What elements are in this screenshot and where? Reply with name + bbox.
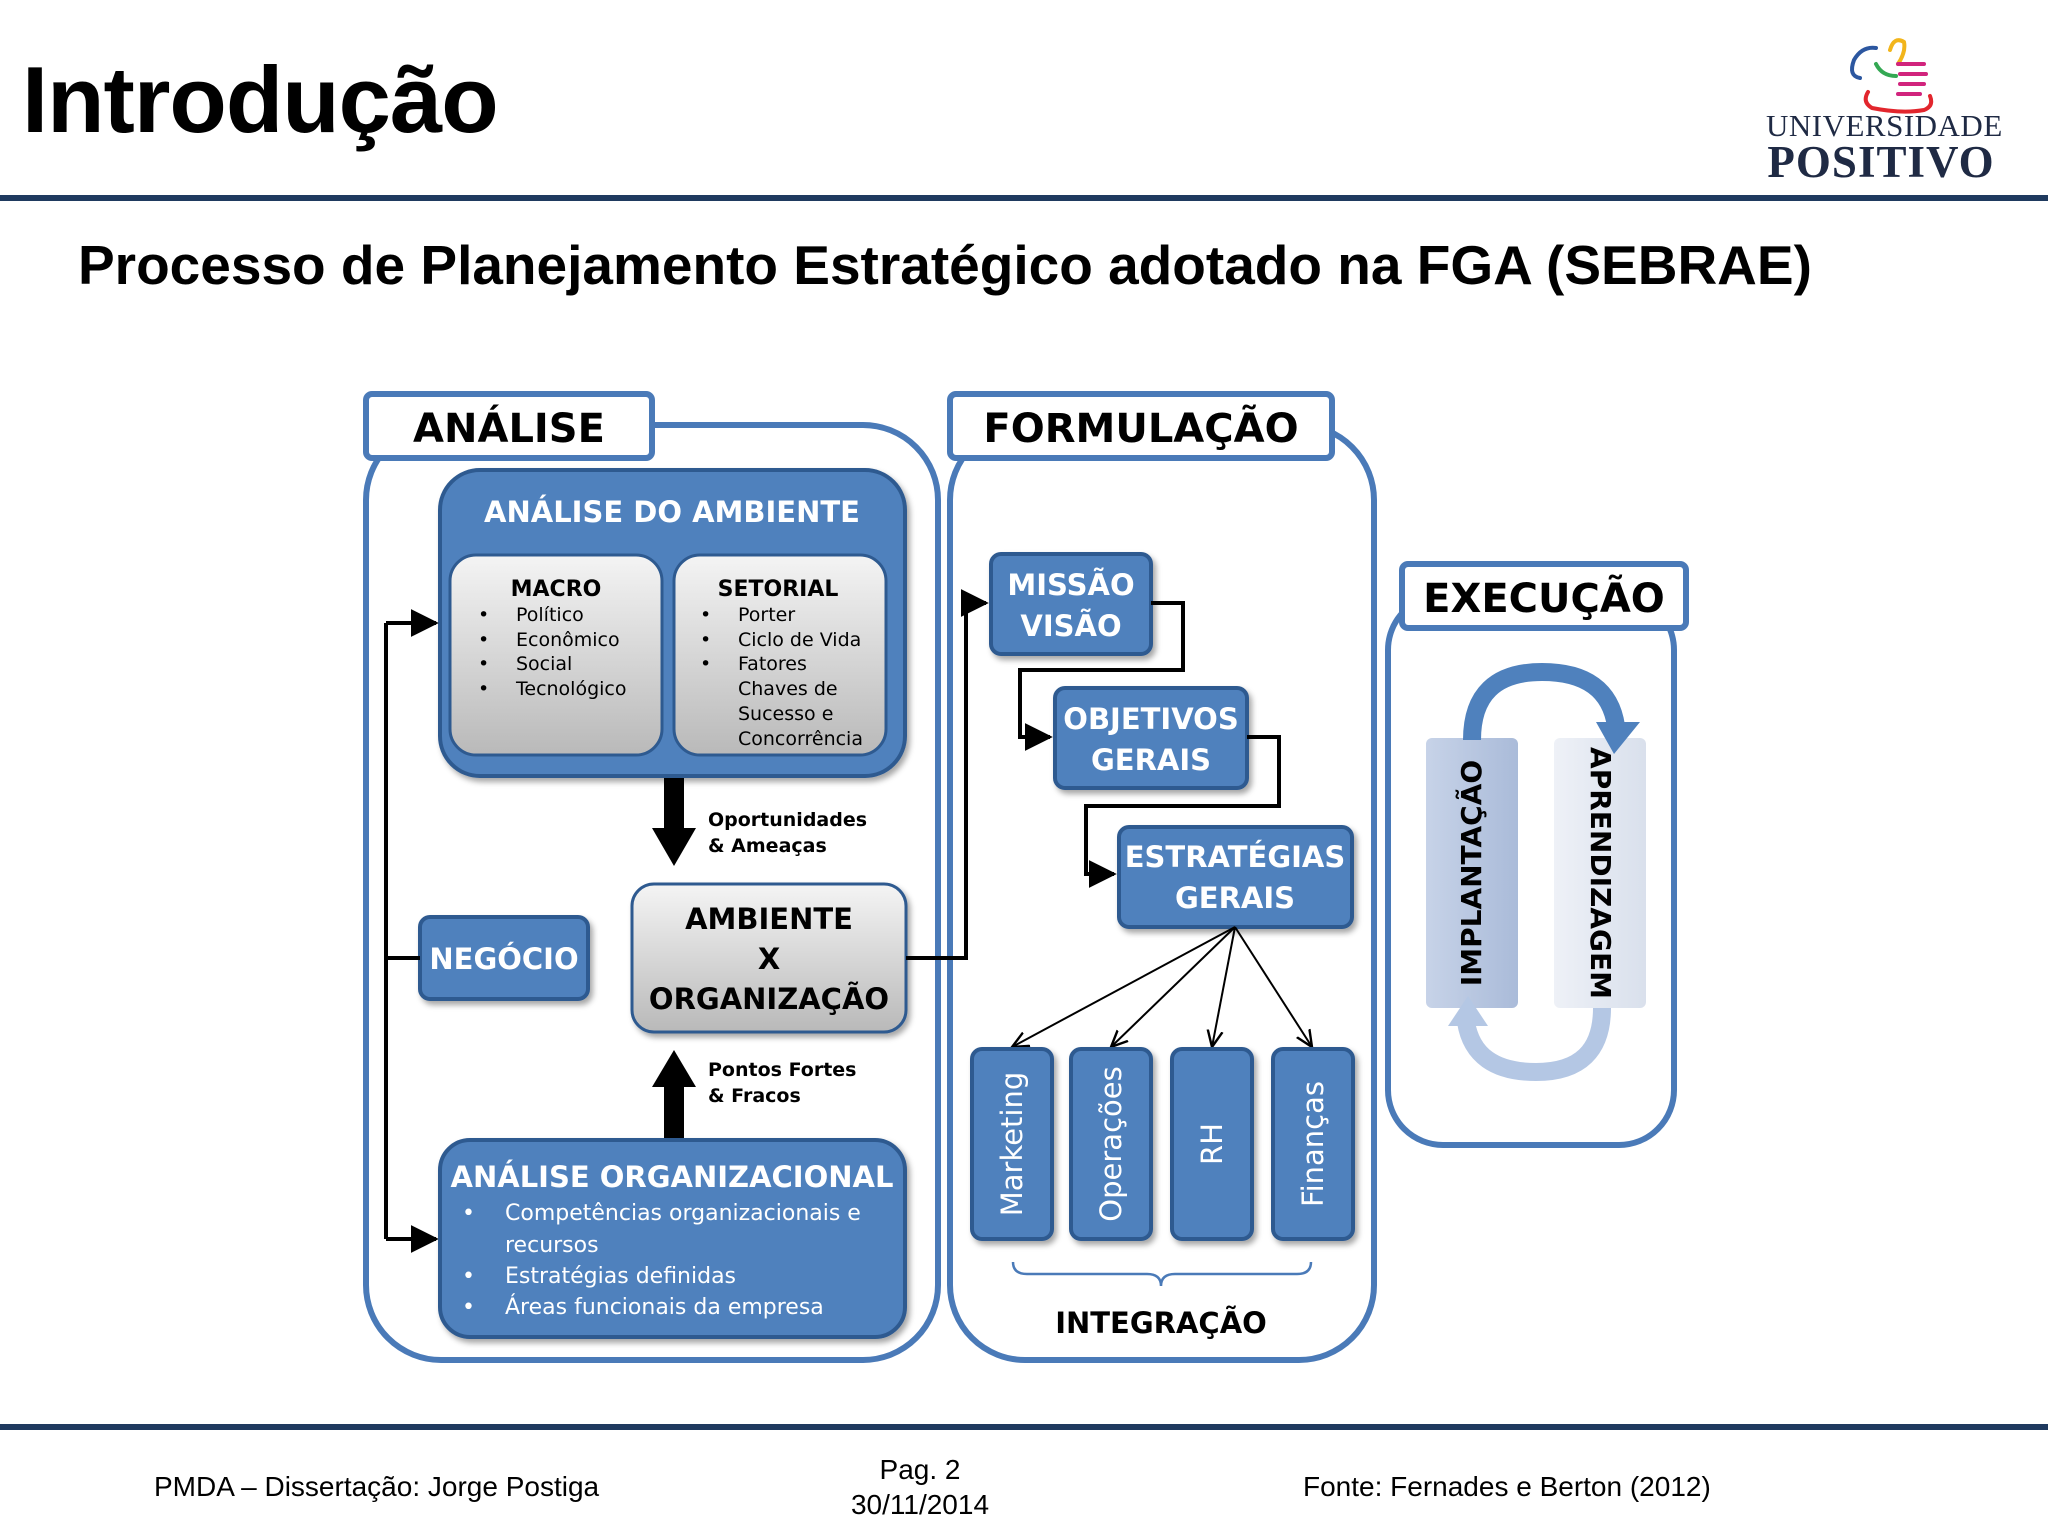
gerais-label: GERAIS (1091, 743, 1211, 777)
objetivos-label: OBJETIVOS (1063, 702, 1238, 736)
implantacao-bar (1426, 738, 1518, 1008)
header-rule (0, 195, 2048, 201)
macro-item: Tecnológico (515, 678, 627, 700)
oportunidades-arrow (664, 778, 684, 830)
svg-text:•: • (700, 604, 711, 626)
svg-text:•: • (462, 1201, 475, 1226)
missao-label: MISSÃO (1007, 568, 1134, 602)
formulacao-title: FORMULAÇÃO (983, 403, 1298, 452)
svg-text:•: • (700, 629, 711, 651)
org-item: Competências organizacionais e (505, 1201, 861, 1226)
logo-text-positivo: POSITIVO (1767, 137, 1995, 187)
svg-text:•: • (478, 653, 489, 675)
oportunidades-label: Oportunidades (708, 809, 867, 831)
footer-rule (0, 1424, 2048, 1430)
svg-text:•: • (462, 1295, 475, 1320)
org-item: Estratégias definidas (505, 1264, 736, 1289)
aprendizagem-label: APRENDIZAGEM (1584, 747, 1617, 999)
footer-author: PMDA – Dissertação: Jorge Postiga (154, 1471, 600, 1502)
area-marketing-label: Marketing (995, 1072, 1029, 1217)
analise-organizacional-title: ANÁLISE ORGANIZACIONAL (451, 1160, 894, 1194)
footer-source: Fonte: Fernades e Berton (2012) (1303, 1471, 1711, 1502)
svg-text:•: • (478, 629, 489, 651)
svg-text:•: • (462, 1264, 475, 1289)
logo-thumbs-up-icon (1850, 38, 1934, 114)
area-rh-label: RH (1195, 1123, 1229, 1165)
org-item-cont: recursos (505, 1233, 599, 1258)
pontos-arrow (664, 1085, 684, 1139)
aprendizagem-bar (1554, 738, 1646, 1008)
svg-text:•: • (700, 653, 711, 675)
integracao-brace (1011, 1261, 1313, 1287)
slide-title: Introdução (22, 47, 499, 152)
setorial-item: Porter (738, 604, 795, 626)
macro-item: Social (516, 653, 572, 675)
gerais-label: GERAIS (1175, 881, 1295, 915)
area-operacoes-label: Operações (1094, 1066, 1128, 1221)
setorial-item: Ciclo de Vida (738, 629, 861, 651)
analise-organizacional-box (438, 1138, 907, 1339)
area-financas-label: Finanças (1296, 1081, 1330, 1207)
integracao-label: INTEGRAÇÃO (1055, 1306, 1267, 1340)
footer-date: 30/11/2014 (850, 1489, 990, 1520)
macro-item: Político (516, 604, 584, 626)
area-marketing-box (970, 1047, 1054, 1241)
setorial-item-cont: Concorrência (738, 728, 863, 750)
fracos-label: & Fracos (708, 1085, 801, 1107)
execucao-title: EXECUÇÃO (1423, 573, 1665, 622)
execucao-title-box (1399, 561, 1689, 631)
cycle-arrow-top (1463, 662, 1625, 741)
analise-ambiente-title: ANÁLISE DO AMBIENTE (484, 495, 860, 529)
negocio-label: NEGÓCIO (429, 942, 578, 976)
ameacas-label: & Ameaças (708, 835, 827, 857)
setorial-item-cont: Sucesso e (738, 703, 833, 725)
org-item: Áreas funcionais da empresa (505, 1294, 824, 1320)
setorial-item-cont: Chaves de (738, 678, 838, 700)
macro-box (448, 553, 664, 757)
area-rh-box (1170, 1047, 1254, 1241)
macro-item: Econômico (516, 629, 620, 651)
implantacao-label: IMPLANTAÇÃO (1454, 760, 1488, 986)
setorial-box (672, 553, 888, 757)
footer-page: Pag. 2 (879, 1454, 961, 1485)
ambiente-x-org-line: AMBIENTE (685, 902, 853, 936)
cycle-arrow-bottom (1457, 1007, 1611, 1082)
analise-title-box (363, 391, 655, 461)
formulacao-title-box (947, 391, 1335, 461)
macro-title: MACRO (511, 577, 602, 602)
logo-text-universidade: UNIVERSIDADE (1766, 108, 2003, 143)
area-operacoes-box (1069, 1047, 1153, 1241)
area-financas-box (1271, 1047, 1355, 1241)
ambiente-x-org-line: ORGANIZAÇÃO (649, 982, 889, 1016)
setorial-title: SETORIAL (718, 577, 839, 602)
ambiente-x-org-line: X (758, 942, 780, 976)
estrategias-label: ESTRATÉGIAS (1125, 840, 1346, 874)
visao-label: VISÃO (1020, 609, 1121, 643)
setorial-item: Fatores (738, 653, 807, 675)
svg-text:•: • (478, 604, 489, 626)
analise-title: ANÁLISE (413, 404, 605, 452)
pontos-fortes-label: Pontos Fortes (708, 1059, 856, 1081)
svg-text:•: • (478, 678, 489, 700)
slide-subtitle: Processo de Planejamento Estratégico ado… (78, 234, 1812, 296)
